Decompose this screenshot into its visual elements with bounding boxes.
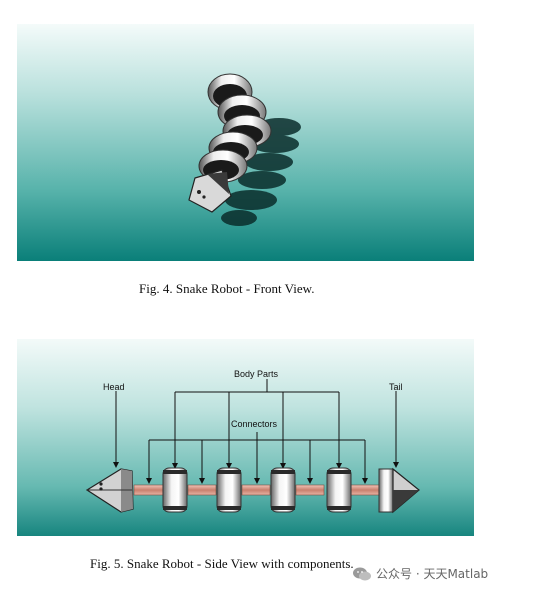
tail-label: Tail xyxy=(389,382,403,392)
body-parts-label: Body Parts xyxy=(234,369,279,379)
figure-5-caption: Fig. 5. Snake Robot - Side View with com… xyxy=(90,556,354,571)
figure-4-front-view xyxy=(17,24,474,261)
wechat-icon xyxy=(353,567,371,580)
connectors-label: Connectors xyxy=(231,419,278,429)
figure-4-caption: Fig. 4. Snake Robot - Front View. xyxy=(139,281,315,296)
snake-robot-side-view-diagram xyxy=(85,379,420,514)
watermark: 公众号 · 天天Matlab xyxy=(352,565,488,582)
head-label: Head xyxy=(103,382,125,392)
watermark-text: 公众号 · 天天Matlab xyxy=(376,567,489,581)
figure-5-side-view: Head Body Parts Connectors Tail xyxy=(17,339,474,536)
snake-robot-front-view-image xyxy=(188,73,301,226)
